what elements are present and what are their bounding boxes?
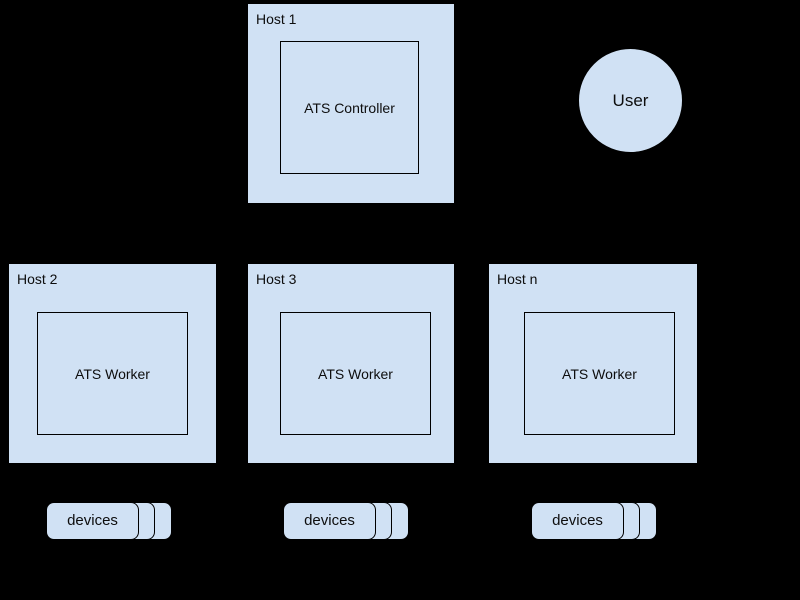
host-box-host-3[interactable]: Host 3 ATS Worker (247, 263, 455, 464)
component-box-ats-worker-host-3[interactable]: ATS Worker (280, 312, 431, 435)
devices-stack-layer-front[interactable]: devices (531, 502, 624, 540)
user-label: User (612, 90, 649, 110)
component-label-ats-controller: ATS Controller (304, 99, 395, 116)
devices-label-host-3: devices (304, 512, 355, 529)
component-box-ats-worker-host-2[interactable]: ATS Worker (37, 312, 188, 435)
component-box-ats-controller[interactable]: ATS Controller (280, 41, 419, 174)
component-box-ats-worker-host-n[interactable]: ATS Worker (524, 312, 675, 435)
devices-label-host-n: devices (552, 512, 603, 529)
host-box-host-n[interactable]: Host n ATS Worker (488, 263, 698, 464)
devices-stack-host-n[interactable]: devices (531, 501, 657, 541)
host-label-host-2: Host 2 (17, 271, 58, 287)
component-label-ats-worker-host-n: ATS Worker (562, 365, 637, 382)
host-label-host-3: Host 3 (256, 271, 297, 287)
devices-stack-layer-front[interactable]: devices (283, 502, 376, 540)
devices-stack-host-2[interactable]: devices (46, 501, 172, 541)
component-label-ats-worker-host-2: ATS Worker (75, 365, 150, 382)
user-node[interactable]: User (578, 48, 683, 153)
devices-label-host-2: devices (67, 512, 118, 529)
devices-stack-host-3[interactable]: devices (283, 501, 409, 541)
component-label-ats-worker-host-3: ATS Worker (318, 365, 393, 382)
host-label-host-1: Host 1 (256, 11, 297, 27)
devices-stack-layer-front[interactable]: devices (46, 502, 139, 540)
host-box-host-2[interactable]: Host 2 ATS Worker (8, 263, 217, 464)
host-label-host-n: Host n (497, 271, 538, 287)
host-box-host-1[interactable]: Host 1 ATS Controller (247, 3, 455, 204)
